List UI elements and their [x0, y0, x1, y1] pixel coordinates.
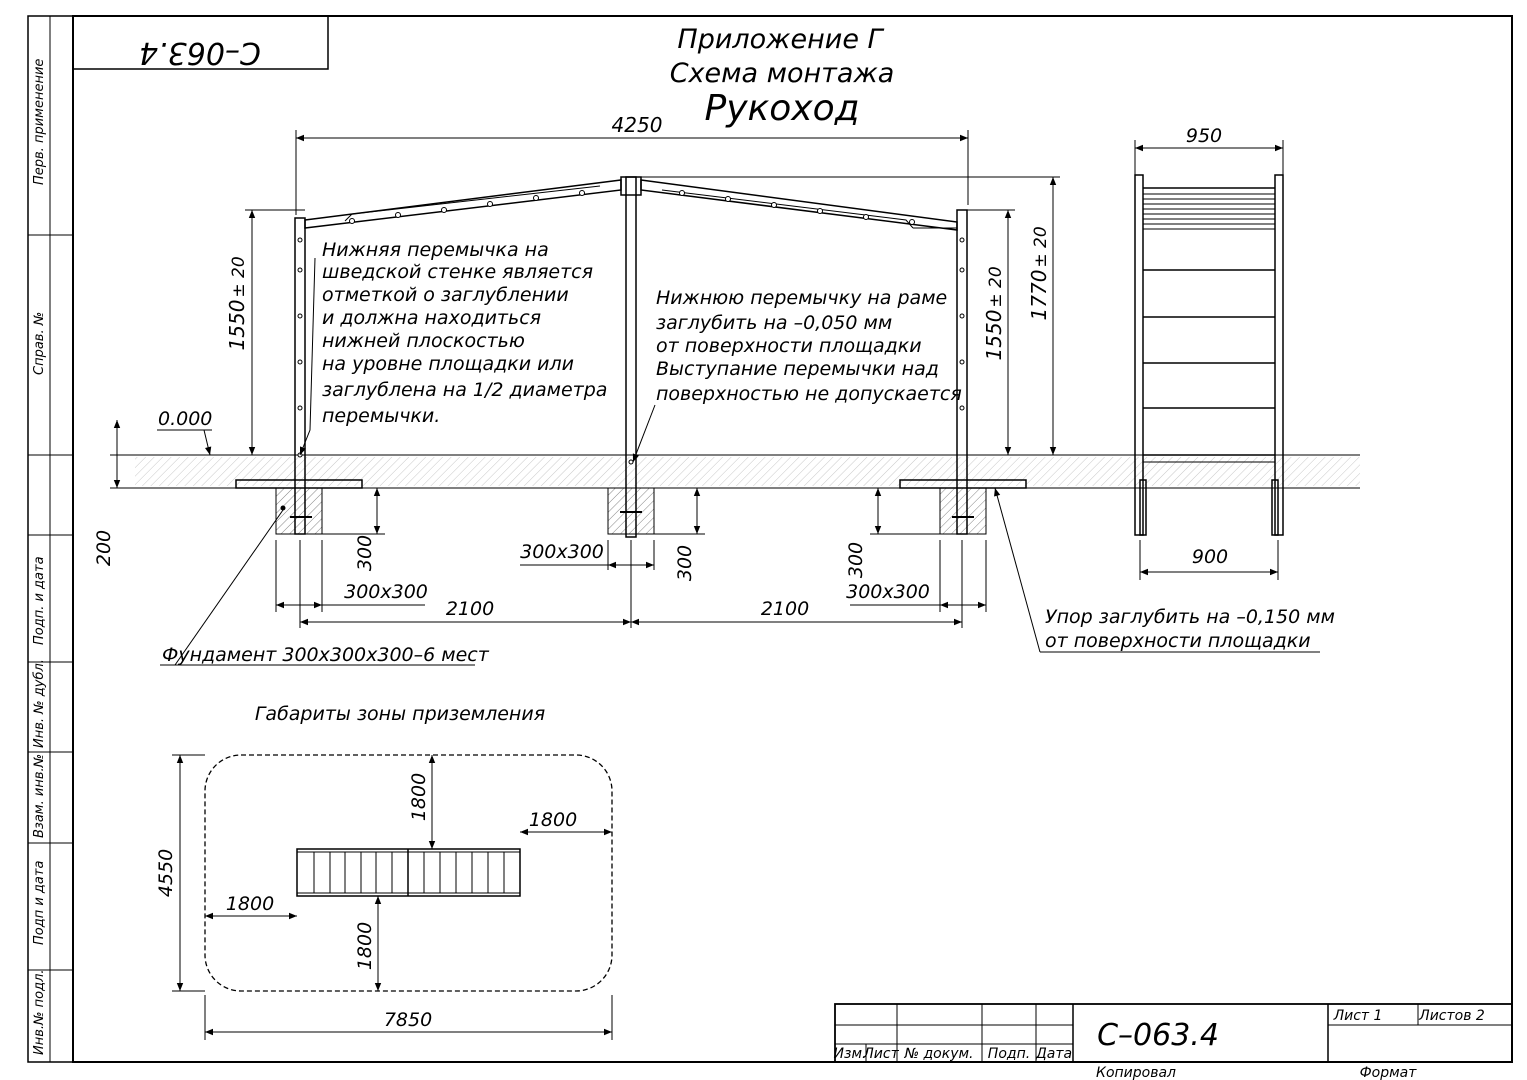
landing-zone: [172, 754, 613, 1040]
foundations: [235, 479, 1027, 535]
side-label-podp1: Подп. и дата: [32, 556, 47, 645]
svg-text:отметкой о заглублении: отметкой о заглублении: [322, 284, 569, 306]
dim-depth: 200: [93, 530, 115, 566]
title-line1: Приложение Г: [677, 24, 884, 55]
dim-right-total: 1770: [1027, 270, 1051, 321]
title-block: [834, 1003, 1513, 1063]
tb-podp: Подп.: [988, 1046, 1030, 1062]
dim-foundation-left: 300: [354, 535, 376, 571]
zone-title: Габариты зоны приземления: [255, 703, 545, 725]
dim-base-left: 300x300: [344, 581, 428, 603]
zone-right: 1800: [529, 809, 577, 831]
tb-kopiroval: Копировал: [1096, 1065, 1176, 1080]
svg-text:от поверхности площадки: от поверхности площадки: [1045, 630, 1311, 652]
dim-right-total-tol: ± 20: [1031, 226, 1051, 267]
note-foundation: Фундамент 300x300x300–6 мест: [162, 644, 490, 666]
side-label-inv-dubl: Инв. № дубл.: [32, 659, 47, 748]
tb-sheet: Лист 1: [1333, 1008, 1383, 1024]
dim-foundation-right: 300: [845, 542, 867, 578]
zone-height: 4550: [155, 849, 177, 897]
sheet-frame: [27, 15, 1513, 1063]
dim-span-left: 2100: [446, 598, 494, 620]
note-stop: Упор заглубить на –0,150 мм от поверхнос…: [1045, 606, 1335, 652]
dim-total-length: 4250: [612, 113, 663, 137]
structure-side-view: [1134, 140, 1284, 580]
dim-left-tol: ± 20: [229, 256, 249, 297]
svg-text:шведской стенке является: шведской стенке является: [322, 261, 593, 283]
svg-text:поверхностью не допускается: поверхностью не допускается: [656, 383, 962, 405]
svg-text:Нижнюю перемычку на раме: Нижнюю перемычку на раме: [656, 287, 947, 309]
side-label-sprav: Справ. №: [32, 312, 47, 375]
svg-text:заглублена на 1/2 диаметра: заглублена на 1/2 диаметра: [322, 379, 607, 401]
side-label-vzam: Взам. инв.№: [32, 754, 47, 838]
dim-side-top: 950: [1186, 125, 1222, 147]
note-swedish-wall: Нижняя перемычка на шведской стенке явля…: [322, 239, 607, 427]
stamp-code-rotated: С–063.4: [139, 35, 261, 70]
note-frame-rung: Нижнюю перемычку на раме заглубить на –0…: [656, 287, 962, 405]
tb-format: Формат: [1360, 1065, 1418, 1080]
svg-text:Нижняя перемычка на: Нижняя перемычка на: [322, 239, 549, 261]
dim-foundation-center: 300: [674, 545, 696, 581]
tb-dokum: № докум.: [903, 1046, 973, 1062]
title-line3: Рукоход: [704, 88, 859, 129]
dim-right-height: 1550: [982, 310, 1006, 361]
dim-left-height: 1550: [225, 300, 249, 351]
zone-top: 1800: [408, 773, 430, 821]
zone-bottom: 1800: [354, 922, 376, 970]
svg-text:и должна находиться: и должна находиться: [322, 307, 541, 329]
svg-text:от поверхности площадки: от поверхности площадки: [656, 335, 922, 357]
tb-code: С–063.4: [1097, 1018, 1219, 1053]
dimension-lines-front: [113, 130, 1320, 666]
dim-base-center: 300x300: [520, 541, 604, 563]
dim-level: 0.000: [158, 408, 212, 430]
dim-side-bottom: 900: [1192, 546, 1228, 568]
structure-front: [294, 176, 968, 538]
zone-left: 1800: [226, 893, 274, 915]
dim-right-tol: ± 20: [986, 266, 1006, 307]
dim-base-right: 300x300: [846, 581, 930, 603]
tb-izm: Изм.: [834, 1046, 867, 1062]
svg-text:заглубить на –0,050 мм: заглубить на –0,050 мм: [656, 312, 892, 334]
side-label-inv-podl: Инв.№ подл.: [32, 969, 47, 1055]
svg-text:перемычки.: перемычки.: [322, 405, 440, 427]
tb-list: Лист: [862, 1046, 899, 1062]
side-label-podp2: Подп и дата: [32, 861, 47, 945]
tb-data: Дата: [1035, 1046, 1072, 1062]
svg-text:на уровне площадки или: на уровне площадки или: [322, 353, 574, 375]
zone-width: 7850: [384, 1009, 432, 1031]
title-line2: Схема монтажа: [670, 58, 895, 89]
svg-text:Выступание перемычки над: Выступание перемычки над: [656, 358, 939, 380]
svg-text:Упор заглубить на –0,150 мм: Упор заглубить на –0,150 мм: [1045, 606, 1335, 628]
rung-holes: [297, 190, 965, 465]
ground-band: [110, 454, 1360, 489]
svg-text:нижней плоскостью: нижней плоскостью: [322, 330, 525, 352]
dim-span-right: 2100: [761, 598, 809, 620]
side-label-perv: Перв. применение: [32, 59, 47, 185]
tb-sheets: Листов 2: [1418, 1008, 1485, 1024]
